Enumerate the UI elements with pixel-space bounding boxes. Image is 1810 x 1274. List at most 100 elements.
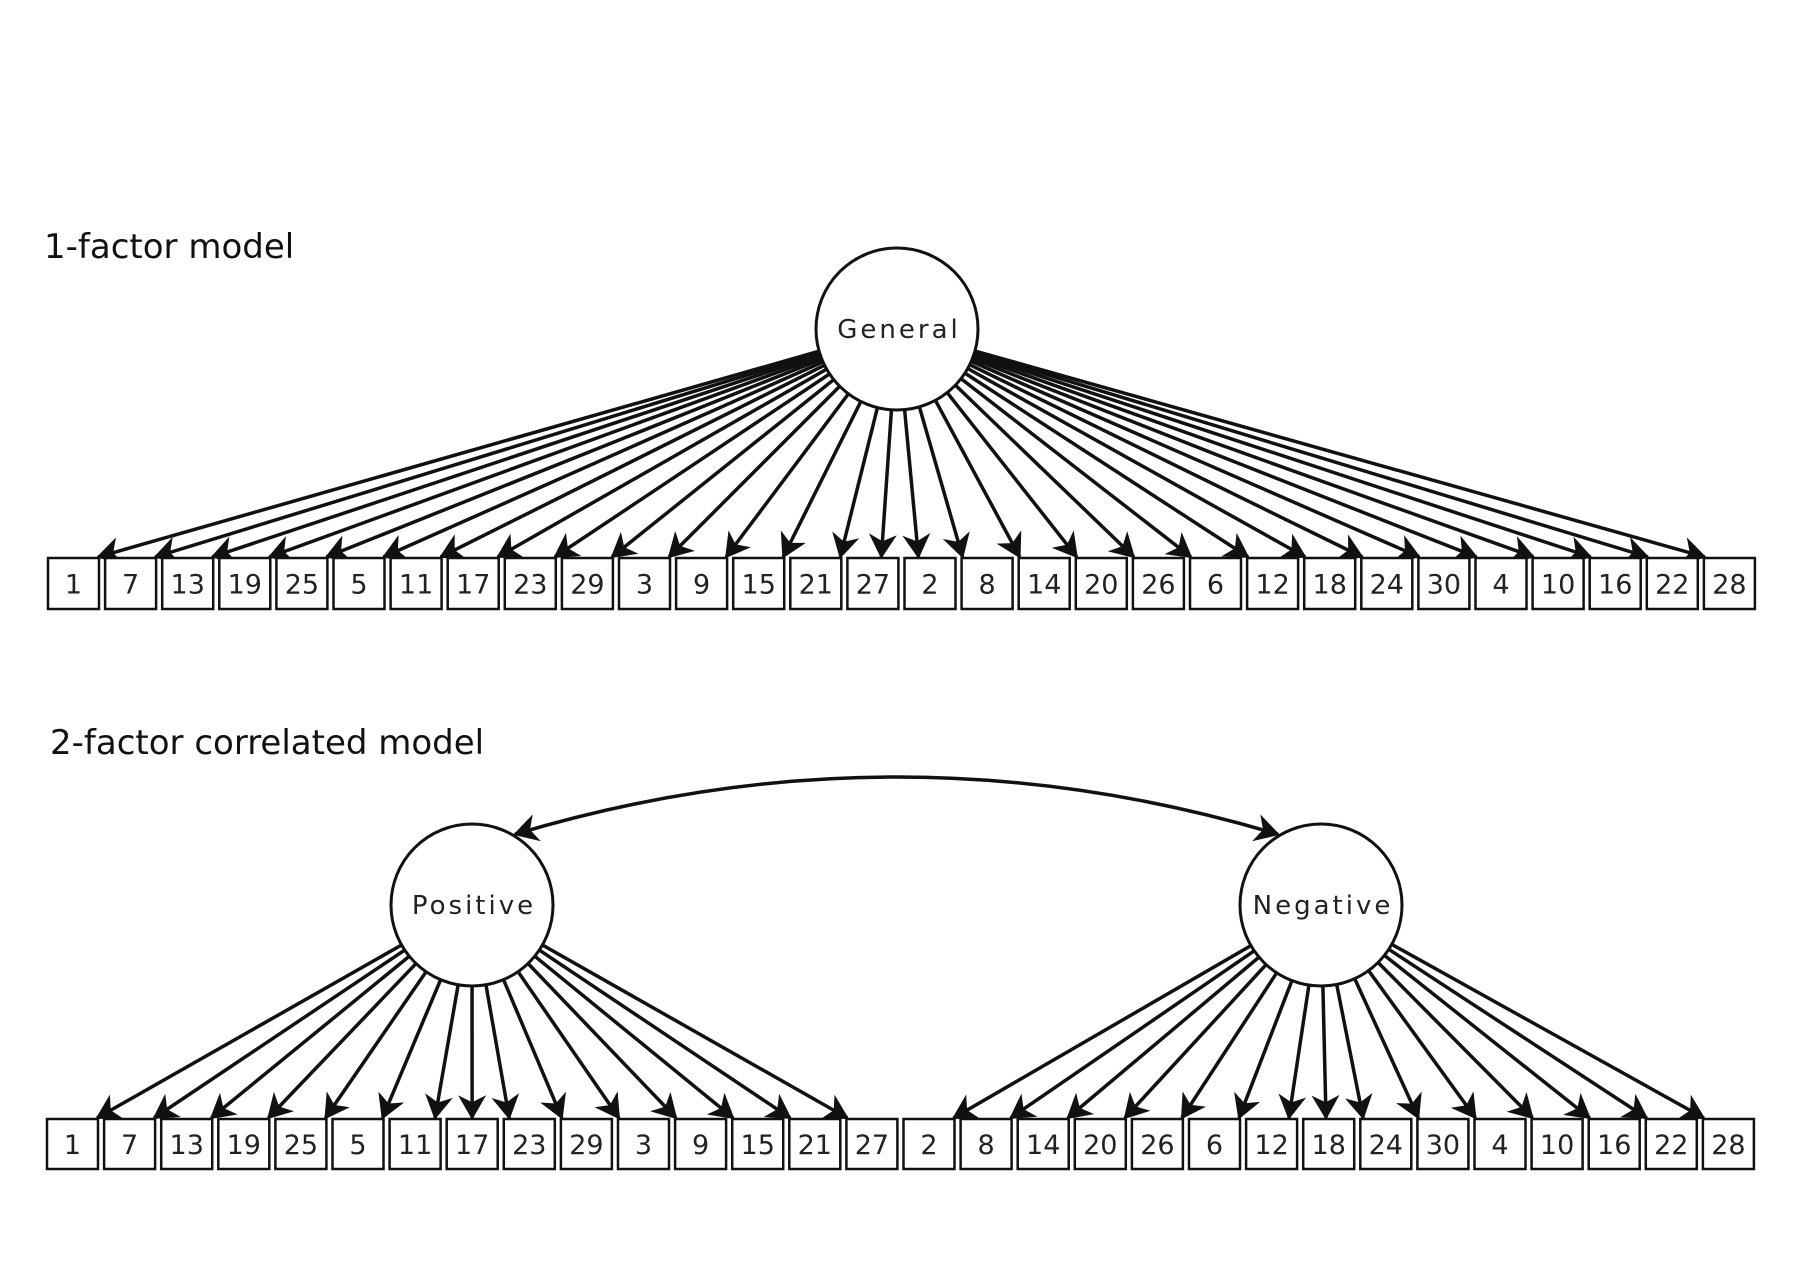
indicator-box-outline [103,556,158,611]
indicator-box-outline [502,1117,557,1171]
indicator-label: 19 [228,570,262,601]
indicator-box: 8 [959,1117,1013,1171]
indicator-box-outline [503,556,558,611]
loading-arrows [96,349,1707,565]
indicator-box: 20 [1074,556,1129,611]
loading-arrow [324,357,823,562]
indicator-label: 23 [512,1130,546,1161]
indicator-box: 28 [1701,1117,1756,1171]
indicator-box-outline [1473,1117,1527,1171]
loading-arrow [381,360,824,561]
indicator-label: 23 [513,570,547,601]
loading-arrow [832,407,880,559]
indicator-box-outline [731,556,786,611]
indicator-box: 7 [103,556,158,611]
indicator-box-outline [1130,1117,1185,1171]
indicator-box-outline [217,1117,271,1171]
indicator-box: 18 [1301,1117,1356,1171]
indicator-box-outline [560,556,615,611]
indicator-label: 10 [1540,1130,1574,1161]
loading-arrow [152,948,406,1120]
indicator-label: 3 [635,1130,652,1161]
loading-arrow [526,962,678,1120]
loading-arrow [210,352,821,564]
indicator-label: 20 [1083,1130,1117,1161]
loading-arrow [153,351,821,564]
indicator-box: 26 [1131,556,1186,611]
loading-arrow [1383,953,1592,1120]
factor-circle [814,246,980,412]
indicator-box-outline [1245,556,1300,611]
indicator-box: 2 [902,1117,956,1171]
indicator-label: 2 [920,1130,937,1161]
indicator-label: 15 [742,570,776,601]
loading-arrow [553,372,831,559]
indicator-box: 12 [1244,1117,1299,1171]
indicator-label: 1 [64,1130,81,1161]
indicator-box: 14 [1017,556,1071,611]
indicator-label: 16 [1597,1130,1631,1161]
loading-arrow [1334,984,1373,1120]
indicator-label: 9 [692,1130,709,1161]
indicator-box-outline [332,556,386,611]
indicator-box: 5 [332,556,386,611]
indicator-box-outline [1359,1117,1413,1171]
indicator-box: 23 [503,556,558,611]
indicator-box: 17 [446,556,500,611]
loading-arrow [971,357,1479,562]
loading-arrow [974,349,1707,565]
loading-arrow [501,978,566,1120]
indicator-box-outline [160,556,215,611]
indicator-box: 10 [1530,1117,1584,1171]
indicator-box: 20 [1073,1117,1128,1171]
correlation-arrow [513,775,1280,842]
indicator-label: 25 [284,1130,318,1161]
factor-label: Negative [1253,891,1394,921]
indicator-box: 21 [788,1117,842,1171]
latent-factor-positive: Positive [389,822,555,988]
indicator-label: 6 [1207,570,1224,601]
loading-arrow [1376,961,1534,1120]
indicator-label: 8 [978,1130,995,1161]
indicator-box-outline [617,556,672,611]
loading-arrow [1387,947,1649,1120]
indicator-label: 22 [1655,570,1689,601]
loading-arrow [96,349,820,565]
indicator-box: 1 [46,556,101,611]
indicator-box-outline [1644,1117,1699,1171]
loading-arrow [868,409,897,559]
indicator-box: 5 [331,1117,385,1171]
indicator-box-outline [159,1117,214,1171]
indicator-label: 30 [1427,570,1461,601]
indicator-box-outline [1587,1117,1641,1171]
loading-arrow [972,354,1536,563]
loading-arrow [1311,985,1340,1120]
indicator-label: 3 [636,570,653,601]
indicator-box-outline [389,556,443,611]
latent-factor-negative: Negative [1238,822,1404,988]
indicator-box-outline [1187,1117,1242,1171]
loading-arrow [439,363,826,560]
indicator-box: 6 [1188,556,1243,611]
indicator-label: 9 [693,570,710,601]
indicator-box-outline [1588,556,1642,611]
loading-arrow [538,948,792,1120]
indicator-label: 16 [1598,570,1632,601]
indicator-box-outline [1244,1117,1299,1171]
loading-arrow [496,367,828,559]
indicator-label: 2 [921,570,938,601]
indicator-box: 1 [45,1117,100,1171]
indicator-label: 26 [1141,570,1175,601]
indicator-label: 5 [349,1130,366,1161]
indicator-label: 5 [350,570,367,601]
indicator-box-outline [274,1117,328,1171]
indicator-box-outline [446,556,500,611]
indicator-label: 27 [855,1130,889,1161]
indicator-label: 26 [1140,1130,1174,1161]
indicator-box: 29 [560,556,615,611]
indicator-label: 12 [1255,570,1289,601]
indicator-box: 22 [1644,1117,1699,1171]
